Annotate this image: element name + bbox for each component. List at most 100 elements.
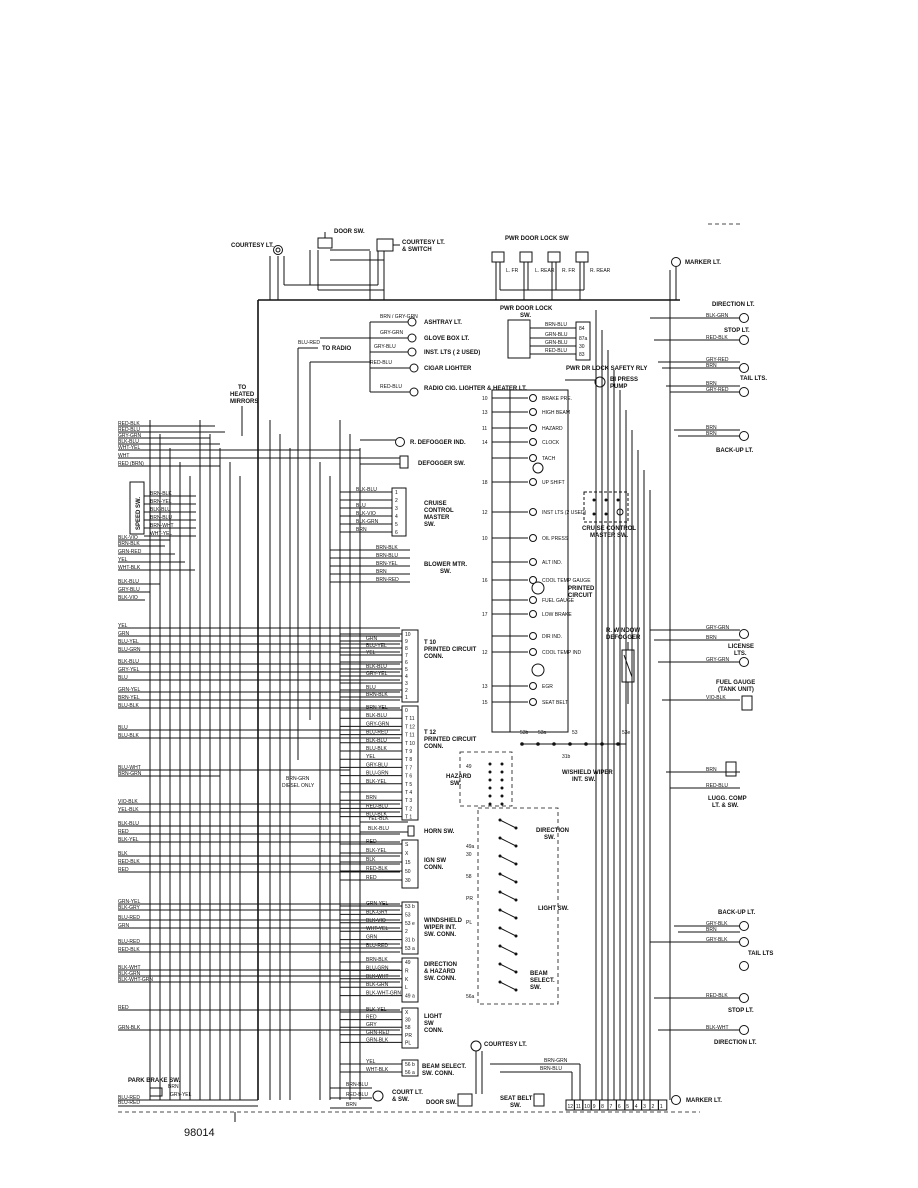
connector-pin-label: 2 [405,929,408,935]
svg-text:53a: 53a [538,730,547,736]
connector-pin-label: 9 [405,639,408,645]
svg-text:BLU-RED: BLU-RED [118,1100,140,1106]
svg-text:SEAT BELT: SEAT BELT [500,1096,533,1102]
connector-wire-label: BLK-YEL [366,1007,387,1013]
svg-text:STOP LT.: STOP LT. [724,328,750,334]
indicator-lamp [529,596,537,604]
svg-text:LICENSE: LICENSE [728,644,754,650]
bus-wire-label: BLK-GRY [118,905,141,911]
svg-text:RED-BLU: RED-BLU [346,1092,368,1098]
indicator-lamp [529,632,537,640]
connector-wire-label: WHT-BLK [366,1067,389,1073]
indicator-pin: 13 [482,410,488,416]
svg-text:49: 49 [466,764,472,770]
svg-text:31b: 31b [562,754,571,760]
svg-text:BRN-GRN: BRN-GRN [544,1058,568,1064]
svg-text:SW. CONN.: SW. CONN. [424,976,456,982]
right-wire-label: GRY-RED [706,387,729,393]
svg-text:RED-BLU: RED-BLU [545,348,567,354]
right-wire-label: BLK-GRN [706,313,729,319]
bus-wire-label: BLK-GRN [118,971,141,977]
connector-pin-label: 53 [405,912,411,918]
connector-pin-label: 6 [395,530,398,536]
svg-text:WIPER INT.: WIPER INT. [424,925,456,931]
indicator-lamp [529,438,537,446]
bus-wire-label: BLU-BLK [118,733,140,739]
courtesy-lt-label: COURTESY LT. [231,243,274,249]
svg-text:YEL-BLK: YEL-BLK [368,816,389,822]
svg-text:PRINTED CIRCUIT: PRINTED CIRCUIT [424,647,477,653]
right-wire-label: BLK-WHT [706,1025,729,1031]
svg-text:DIRECTION: DIRECTION [536,828,569,834]
bus-wire-label: BLU [118,725,128,731]
connector-pin-label: 8 [405,646,408,652]
connector-pin-label: T 2 [405,806,412,812]
right-wire-label: GRY-BLK [706,937,728,943]
svg-text:(TANK UNIT): (TANK UNIT) [718,687,754,693]
bus-wire-label: WHT [118,453,129,459]
speed-wire-label: BRN-YEL [150,499,172,505]
svg-text:GRN-BLU: GRN-BLU [545,340,568,346]
connector-pin-label: 7 [405,653,408,659]
svg-text:SPEED SW.: SPEED SW. [136,497,142,530]
svg-text:PRINTED CIRCUIT: PRINTED CIRCUIT [424,737,477,743]
connector-pin-label: T 11 [405,716,415,722]
connector-pin-label: 15 [405,860,411,866]
connector-wire-label: WHT-YEL [366,926,388,932]
bus-wire-label: WHT-BLK [118,565,141,571]
right-wire-label: BRN [706,431,717,437]
r-window-defogger: R. WINDOW DEFOGGER [606,628,641,704]
svg-text:SW.: SW. [520,313,531,319]
connector-pin-label: T 3 [405,798,412,804]
connector-wire-label: YEL [366,754,376,760]
connector-wire-label: GRN-RED [366,1030,390,1036]
connector-wire-label: BLU-RED [366,943,388,949]
connector-pin-label: 3 [405,681,408,687]
svg-text:GRN-BLU: GRN-BLU [545,332,568,338]
indicator-pin: 10 [482,396,488,402]
connector-pin-label: PL [405,1040,411,1046]
terminal-pin: 4 [635,1104,638,1110]
marker-lt-top: MARKER LT. [669,257,721,1100]
connector-pin-label: T 6 [405,774,412,780]
indicator-pin: 15 [482,700,488,706]
svg-text:MIRRORS: MIRRORS [230,399,258,405]
bus-wire-label: GRY-GRN [118,433,141,439]
terminal-pin: 6 [618,1104,621,1110]
svg-text:TO RADIO: TO RADIO [322,346,352,352]
connector-pin-label: 53 b [405,904,415,910]
connector-pin-label: T 7 [405,765,412,771]
right-wire-label: GRY-BLK [706,921,728,927]
svg-text:DEFOGGER: DEFOGGER [606,635,641,641]
connector-pin-label: X [405,1010,409,1016]
svg-text:SW.: SW. [450,781,461,787]
connector-pin-label: 49 a [405,994,415,1000]
right-side-wires: BLK-GRNRED-BLKGRY-REDBRNBRNGRY-REDBRNBRN… [595,310,740,1100]
indicator-lamp [529,454,537,462]
svg-text:HAZARD: HAZARD [446,774,472,780]
right-wire-label: BRN [706,635,717,641]
connector-pin-label: T 10 [405,741,415,747]
connector-wire-label: BLK-YEL [366,848,387,854]
svg-text:DOOR SW.: DOOR SW. [426,1100,457,1106]
connector-pin-label: T 8 [405,757,412,763]
svg-text:INST. LTS ( 2 USED): INST. LTS ( 2 USED) [424,350,480,356]
svg-text:SW.: SW. [530,985,541,991]
svg-text:PR: PR [466,896,473,902]
indicator-pin: 12 [482,650,488,656]
defogger-group: R. DEFOGGER IND. DEFOGGER SW. [360,437,466,469]
svg-text:COURTESY LT.: COURTESY LT. [484,1042,527,1048]
svg-text:INT. SW.: INT. SW. [572,777,596,783]
indicator-lamp [529,648,537,656]
speed-wire-label: BLK-BLU [150,507,171,513]
svg-text:PRINTED: PRINTED [568,586,595,592]
connector-pin-label: 56 a [405,1070,415,1076]
bus-wire-label: YEL-BLK [118,807,139,813]
bus-wire-label: BLK-VIO [118,595,138,601]
connector-pin-label: 5 [395,522,398,528]
indicator-label: CLOCK [542,440,560,446]
speed-wire-label: BRN-BLU [150,515,172,521]
